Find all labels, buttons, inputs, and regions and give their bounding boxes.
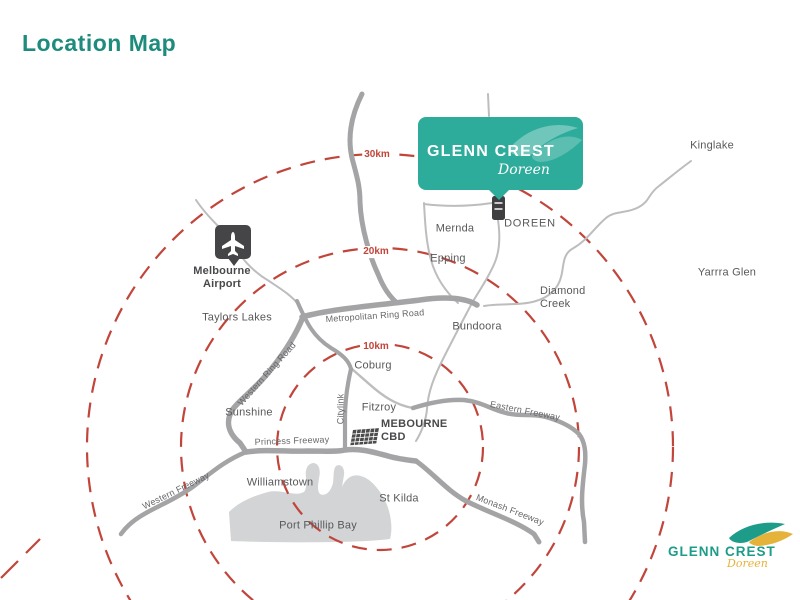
label-williamstown: Williamstown [246, 476, 314, 489]
label-port-phillip-bay: Port Phillip Bay [279, 519, 357, 532]
label-mernda: Mernda [435, 222, 475, 235]
mernda-connector-road [423, 202, 493, 207]
callout-title: GLENN CREST [427, 143, 555, 160]
tullamarine-road [295, 299, 353, 371]
coburg-eastern-link-road [350, 367, 415, 410]
label-ring-20km: 20km [361, 246, 391, 258]
label-yarra-glen: Yarrra Glen [697, 266, 757, 279]
airport-marker [215, 225, 251, 266]
princess-freeway-road [243, 446, 419, 464]
glenn-crest-callout: GLENN CREST Doreen [418, 117, 583, 200]
label-doreen: DOREEN [504, 217, 556, 230]
footer-logo-title: GLENN CREST [668, 544, 776, 559]
major-roads [118, 91, 588, 545]
label-sunshine: Sunshine [225, 406, 273, 419]
label-epping: Epping [430, 252, 466, 265]
citylink-road [342, 366, 354, 453]
callout-subtitle: Doreen [498, 162, 550, 178]
road-above-logo [487, 93, 490, 117]
page-title: Location Map [22, 30, 177, 56]
label-coburg: Coburg [354, 359, 392, 372]
eastern-freeway-road [410, 397, 588, 545]
airplane-icon [222, 232, 244, 256]
label-kinglake: Kinglake [690, 139, 734, 152]
hume-road [347, 91, 400, 306]
footer-leaf-swoosh-icon [729, 522, 793, 546]
label-bundoora: Bundoora [452, 320, 502, 333]
distance-ring-20km [179, 246, 581, 600]
footer-brand-logo: GLENN CREST Doreen [655, 520, 800, 575]
airport-road-south [237, 251, 300, 306]
site-pin [492, 196, 505, 220]
monash-freeway-road [413, 458, 542, 545]
footer-logo-subtitle: Doreen [727, 557, 768, 570]
doreen-road [415, 213, 501, 442]
label-citylink: Citylink [335, 393, 346, 425]
epping-road [423, 202, 459, 304]
western-ring-road [225, 314, 306, 455]
western-freeway-road [118, 449, 249, 537]
label-fitzroy: Fitzroy [361, 401, 397, 414]
port-phillip-bay-water [229, 463, 392, 543]
cbd-grid-icon [350, 428, 379, 446]
label-taylors-lakes: Taylors Lakes [202, 311, 272, 324]
kinglake-road [483, 160, 692, 307]
label-ring-10km: 10km [361, 341, 391, 353]
callout-tail [487, 188, 511, 200]
label-st-kilda: St Kilda [379, 492, 419, 505]
outer-ring-dash [0, 538, 41, 579]
metropolitan-ring-road [299, 295, 480, 320]
label-ring-30km: 30km [362, 149, 392, 161]
leaf-swoosh-icon [508, 124, 582, 162]
